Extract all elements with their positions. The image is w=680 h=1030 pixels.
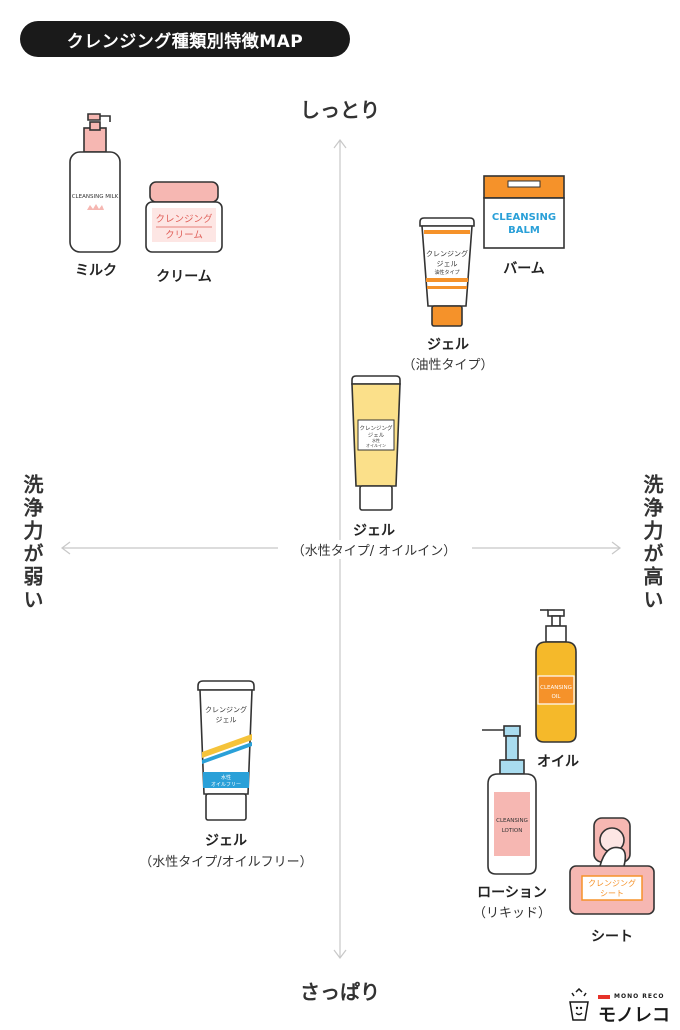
svg-text:OIL: OIL <box>551 694 561 700</box>
axis-arrow-bottom-icon <box>333 949 347 959</box>
svg-text:CLEANSING: CLEANSING <box>496 818 528 824</box>
axis-label-right: 洗浄力が高い <box>640 474 664 612</box>
logo-small-text: MONO RECO <box>614 993 665 1000</box>
axis-label-top: しっとり <box>300 98 380 122</box>
gel-water-oilfree-label: ジェル <box>205 833 247 849</box>
page-title: クレンジング種類別特徴MAP <box>20 21 350 57</box>
svg-text:CLEANSING: CLEANSING <box>540 685 572 691</box>
svg-text:クレンジング: クレンジング <box>155 213 213 225</box>
svg-text:クレンジング: クレンジング <box>426 249 468 258</box>
balm-jar-icon: CLEANSING BALM <box>483 175 565 249</box>
axis-label-left: 洗浄力が弱い <box>20 474 44 612</box>
axis-label-bottom: さっぱり <box>300 980 380 1004</box>
gel-water-oilin-sublabel: （水性タイプ/ オイルイン） <box>278 540 470 559</box>
sheet-label: シート <box>591 929 633 945</box>
svg-text:水性: 水性 <box>221 774 231 781</box>
svg-text:クレンジング: クレンジング <box>205 705 247 714</box>
axis-arrow-top-icon <box>333 139 347 149</box>
axis-arrow-right-icon <box>611 541 621 555</box>
oil-label: オイル <box>537 754 579 770</box>
gel-oil-sublabel: （油性タイプ） <box>402 358 494 373</box>
logo-wordmark: モノレコ <box>598 1005 670 1026</box>
svg-text:ジェル: ジェル <box>437 260 458 268</box>
monoreco-logo-icon <box>569 988 589 1021</box>
svg-text:ジェル: ジェル <box>368 433 385 439</box>
axis-arrow-left-icon <box>61 541 71 555</box>
gel-water-oilin-label: ジェル <box>353 523 395 539</box>
lotion-label: ローション <box>477 885 547 901</box>
logo-red-bar <box>598 995 610 999</box>
gel-water-oilin-tube-icon: クレンジング ジェル 水性 オイルイン <box>351 375 401 511</box>
svg-text:クレンジング: クレンジング <box>588 878 636 888</box>
gel-water-oilfree-tube-icon: クレンジング ジェル 水性 オイルフリー <box>197 680 255 821</box>
svg-text:シート: シート <box>600 889 624 898</box>
milk-label: ミルク <box>75 263 117 279</box>
svg-text:LOTION: LOTION <box>502 828 523 834</box>
svg-text:クリーム: クリーム <box>165 230 203 241</box>
svg-text:クレンジング: クレンジング <box>359 424 393 432</box>
sheet-box-icon: クレンジング シート <box>569 817 655 915</box>
svg-text:オイルイン: オイルイン <box>366 443 386 448</box>
lotion-bottle-icon: CLEANSING LOTION <box>482 725 537 875</box>
svg-text:CLEANSING: CLEANSING <box>492 212 556 223</box>
cream-jar-icon: クレンジング クリーム <box>145 181 223 253</box>
gel-oil-label: ジェル <box>427 337 469 353</box>
milk-package-text: CLEANSING MILK <box>72 194 119 200</box>
cream-label: クリーム <box>156 269 212 285</box>
lotion-sublabel: （リキッド） <box>472 906 551 921</box>
svg-text:水性: 水性 <box>372 437 380 443</box>
gel-oil-tube-icon: クレンジング ジェル 油性タイプ <box>419 217 475 327</box>
milk-bottle-icon: CLEANSING MILK <box>69 113 121 253</box>
svg-text:BALM: BALM <box>508 225 540 236</box>
svg-text:ジェル: ジェル <box>216 716 237 724</box>
balm-label: バーム <box>503 261 545 277</box>
gel-water-oilfree-sublabel: （水性タイプ/オイルフリー） <box>139 855 313 870</box>
svg-text:オイルフリー: オイルフリー <box>211 782 241 788</box>
svg-text:油性タイプ: 油性タイプ <box>434 269 459 276</box>
oil-bottle-icon: CLEANSING OIL <box>535 609 577 743</box>
